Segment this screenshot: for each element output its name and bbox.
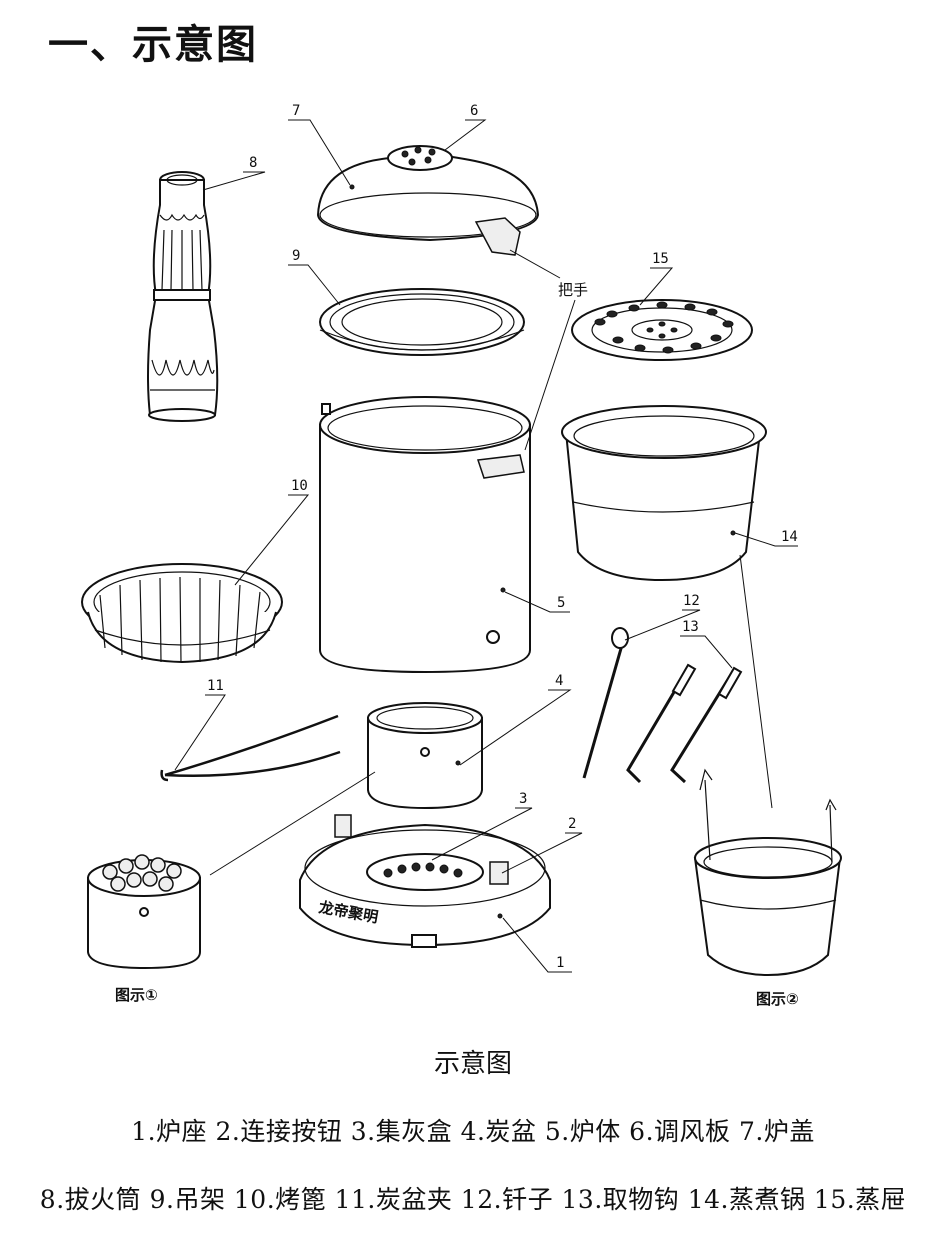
diagram-caption: 示意图 <box>433 1049 512 1079</box>
leader-lines <box>174 119 798 973</box>
part-charcoal-basin <box>367 702 483 810</box>
callout-14: 14 <box>781 529 798 545</box>
figure-one: 图示① <box>87 854 201 1004</box>
callout-15: 15 <box>652 251 669 267</box>
part-grill-basket <box>81 563 283 664</box>
part-steamer-tray <box>571 299 753 361</box>
part-stove-body <box>319 396 531 674</box>
figure-two-label: 图示② <box>756 990 799 1008</box>
callout-9: 9 <box>292 248 300 264</box>
callout-10: 10 <box>291 478 308 494</box>
part-hanging-rack <box>319 288 525 356</box>
part-chimney-tube <box>147 171 219 422</box>
callout-12: 12 <box>683 593 700 609</box>
figure-one-label: 图示① <box>115 986 158 1004</box>
part-lid <box>316 145 540 256</box>
callout-11: 11 <box>207 678 224 694</box>
handle-label: 把手 <box>558 281 588 299</box>
callout-13: 13 <box>682 619 699 635</box>
callout-7: 7 <box>292 103 300 119</box>
part-skewer <box>582 627 629 779</box>
part-hooks <box>626 663 743 784</box>
callout-4: 4 <box>555 673 563 689</box>
part-tongs <box>160 714 341 782</box>
exploded-view-diagram: 龙帝聚明 图示① 图示② <box>81 103 842 1008</box>
parts-legend-line-2: 8.拔火筒 9.吊架 10.烤篦 11.炭盆夹 12.钎子 13.取物钩 14.… <box>39 1185 907 1214</box>
callout-6: 6 <box>470 103 478 119</box>
callout-8: 8 <box>249 155 257 171</box>
callout-3: 3 <box>519 791 527 807</box>
part-base: 龙帝聚明 <box>299 814 551 948</box>
callout-5: 5 <box>557 595 565 611</box>
callout-2: 2 <box>568 816 576 832</box>
section-heading: 一、示意图 <box>48 22 258 68</box>
callout-1: 1 <box>556 955 564 971</box>
part-steamer-pot <box>561 405 767 582</box>
figure-two: 图示② <box>693 768 842 1008</box>
parts-legend-line-1: 1.炉座 2.连接按钮 3.集灰盒 4.炭盆 5.炉体 6.调风板 7.炉盖 <box>131 1117 815 1146</box>
callout-numbers: 7 6 8 9 15 10 5 14 11 4 12 13 3 2 1 把手 <box>207 103 798 971</box>
